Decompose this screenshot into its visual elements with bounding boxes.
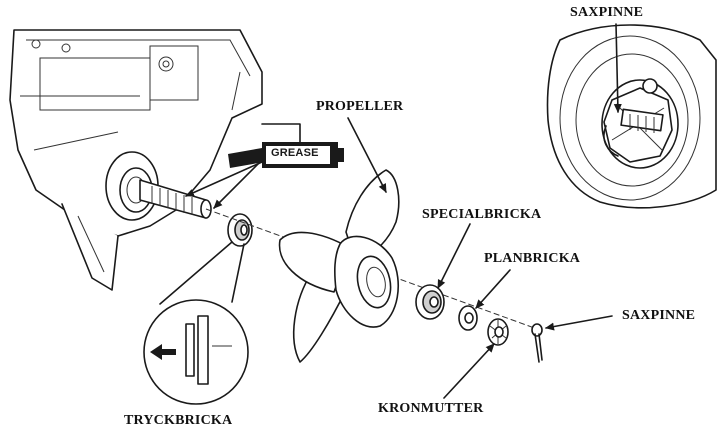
special-washer (415, 284, 445, 320)
leader-lines (185, 23, 622, 399)
label-planbricka: PLANBRICKA (484, 251, 581, 266)
label-specialbricka: SPECIALBRICKA (422, 207, 542, 222)
label-saxpinne-top: SAXPINNE (570, 5, 644, 20)
castle-nut (487, 318, 509, 346)
thrust-washer (227, 213, 253, 247)
label-kronmutter: KRONMUTTER (378, 401, 484, 416)
detail-circle (143, 241, 249, 405)
label-saxpinne-right: SAXPINNE (622, 308, 696, 323)
label-grease: GREASE (271, 147, 319, 159)
grease-tube-icon (228, 123, 344, 168)
inset-assembled-view (546, 24, 717, 209)
label-tryckbricka: TRYCKBRICKA (124, 413, 233, 428)
arrow-left-icon (150, 344, 176, 360)
label-propeller: PROPELLER (316, 99, 404, 114)
propeller (278, 169, 400, 363)
gearcase-housing (9, 29, 263, 291)
cotter-pin (531, 323, 543, 363)
flat-washer (458, 305, 478, 331)
